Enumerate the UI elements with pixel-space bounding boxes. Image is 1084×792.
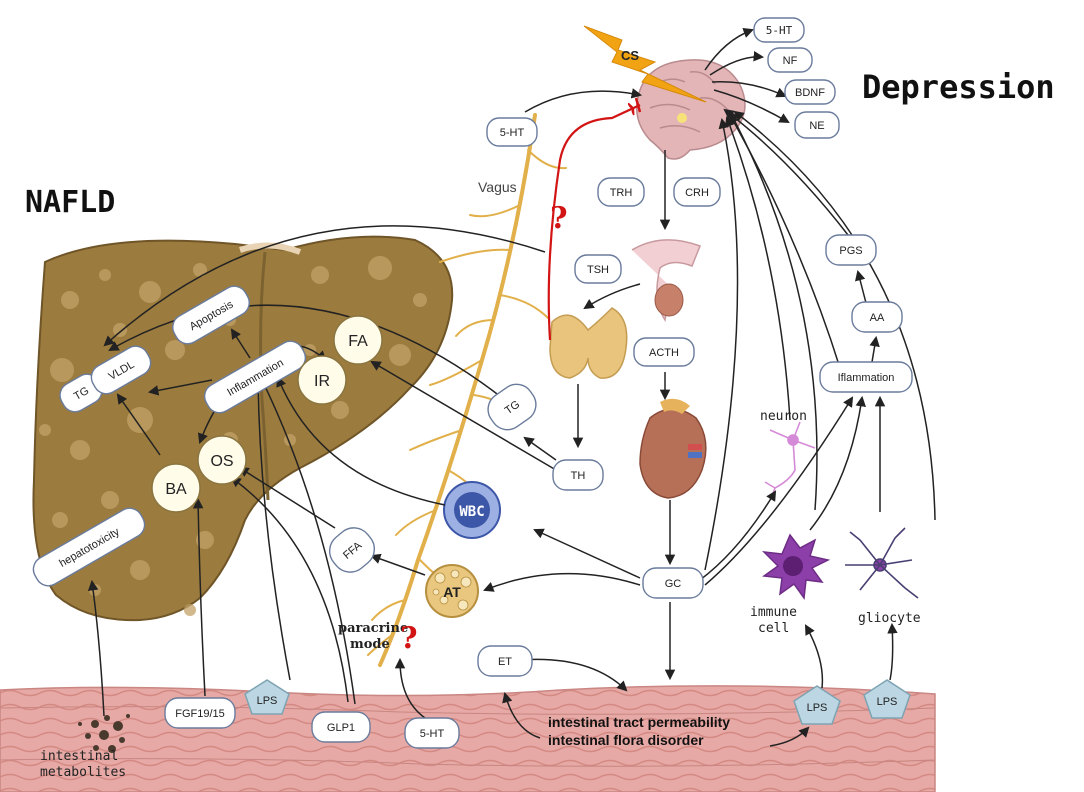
gliocyte-label: gliocyte xyxy=(858,611,921,626)
node-brain-ne xyxy=(794,111,840,139)
fgf-label: FGF19/15 xyxy=(175,708,225,720)
metabolite-particles-icon xyxy=(78,714,130,753)
neuron-label: neuron xyxy=(760,409,807,424)
stress-label: CS xyxy=(621,48,639,63)
os-label: OS xyxy=(210,453,233,470)
node-brain-bdnf xyxy=(784,79,836,105)
brain-output-ne: NE xyxy=(809,120,824,132)
node-ffa xyxy=(328,527,376,573)
crh-label: CRH xyxy=(685,187,709,199)
lps-gut-label: LPS xyxy=(257,695,278,707)
paracrine-label-2: mode xyxy=(350,637,390,652)
et-label: ET xyxy=(498,656,512,668)
immune-cell-label-2: cell xyxy=(758,621,789,636)
ir-label: IR xyxy=(314,373,330,390)
node-trh xyxy=(597,177,645,207)
at-label: AT xyxy=(443,584,461,600)
node-crh xyxy=(673,177,721,207)
unknown-mark-vagus: ? xyxy=(550,201,568,236)
depression-heading: Depression xyxy=(862,68,1055,106)
node-brain-5ht xyxy=(753,17,805,43)
red-unknown-pathway xyxy=(547,105,641,341)
node-liver-hepatotoxicity xyxy=(32,507,146,587)
nafld-heading: NAFLD xyxy=(25,185,115,220)
node-th xyxy=(552,459,604,491)
adipocyte-icon xyxy=(425,564,479,618)
node-liver-inflammation xyxy=(203,340,307,414)
node-liver-apoptosis xyxy=(172,285,250,345)
lps-right2-shape xyxy=(863,679,911,719)
node-fgf xyxy=(164,697,236,729)
immune-cell-icon xyxy=(761,533,831,601)
pgs-label: PGS xyxy=(839,245,862,257)
node-liver-vldl xyxy=(90,345,152,395)
trh-label: TRH xyxy=(610,187,633,199)
brain-output-5ht: 5-HT xyxy=(766,24,793,37)
thyroid-icon xyxy=(549,307,628,379)
node-os xyxy=(197,435,247,485)
neuron-icon xyxy=(764,421,816,497)
inflammation-right-label: Iflammation xyxy=(838,372,895,384)
paracrine-label-1: paracrine xyxy=(338,621,408,636)
aa-label: AA xyxy=(870,312,885,324)
node-gc xyxy=(642,567,704,599)
arrows xyxy=(87,27,936,747)
node-ir xyxy=(297,355,347,405)
gc-label: GC xyxy=(665,578,682,590)
node-fa xyxy=(333,315,383,365)
lps-right2-label: LPS xyxy=(877,696,898,708)
node-gut-5ht xyxy=(404,717,460,749)
node-acth xyxy=(633,337,695,367)
glp1-label: GLP1 xyxy=(327,722,355,734)
ba-label: BA xyxy=(165,481,187,498)
node-et xyxy=(477,645,533,677)
lps-gut-shape xyxy=(244,679,290,715)
immune-cell-label-1: immune xyxy=(750,605,797,620)
brain-output-nf: NF xyxy=(783,55,798,67)
permeability-label: intestinal tract permeability xyxy=(548,714,730,730)
brain-icon xyxy=(635,59,746,160)
wbc-icon xyxy=(443,481,501,539)
tsh-label: TSH xyxy=(587,264,609,276)
brain-output-bdnf: BDNF xyxy=(795,87,825,99)
node-pgs xyxy=(825,234,877,266)
red-inhibit-bar xyxy=(634,97,642,113)
metabolites-label-2: metabolites xyxy=(40,765,126,780)
lps-shapes xyxy=(244,679,911,725)
pituitary-icon xyxy=(631,239,701,323)
gliocyte-icon xyxy=(845,527,919,599)
liver-circles xyxy=(151,315,383,513)
kidney-icon xyxy=(639,398,707,499)
node-vagus-5ht xyxy=(486,117,538,147)
node-ba xyxy=(151,463,201,513)
lightning-icon xyxy=(583,25,707,103)
nodes xyxy=(32,17,913,749)
wbc-label: WBC xyxy=(459,504,484,520)
lps-right1-shape xyxy=(793,685,841,725)
flora-label: intestinal flora disorder xyxy=(548,732,704,748)
acth-label: ACTH xyxy=(649,347,679,359)
vagus-label: Vagus xyxy=(478,179,517,195)
node-aa xyxy=(851,301,903,333)
node-inflammation-right xyxy=(819,361,913,393)
node-glp1 xyxy=(311,711,371,743)
th-label: TH xyxy=(571,470,586,482)
vagus-5ht-label: 5-HT xyxy=(500,127,525,139)
gut-5ht-label: 5-HT xyxy=(420,728,445,740)
unknown-mark-paracrine: ? xyxy=(400,621,418,656)
lps-right1-label: LPS xyxy=(807,702,828,714)
fa-label: FA xyxy=(348,333,368,350)
node-brain-nf xyxy=(767,47,813,73)
node-tsh xyxy=(574,254,622,284)
metabolites-label-1: intestinal xyxy=(40,749,118,764)
node-tg-right xyxy=(487,383,537,431)
